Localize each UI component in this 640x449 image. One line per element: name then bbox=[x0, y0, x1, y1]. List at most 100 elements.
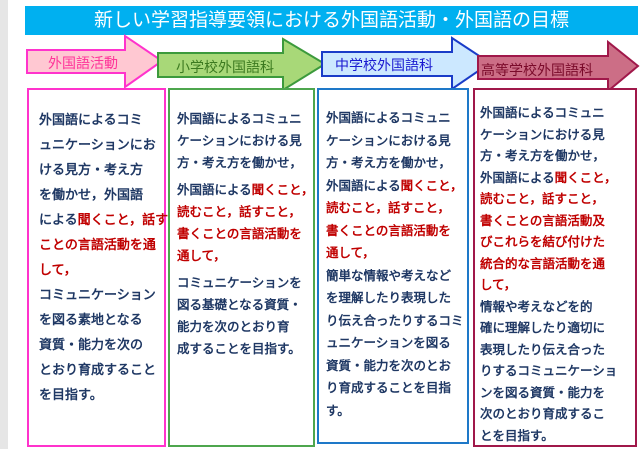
page-title: 新しい学習指導要領における外国語活動・外国語の目標 bbox=[25, 6, 638, 35]
text-line: 書くことの言語活動及 bbox=[480, 210, 635, 232]
body-text: 外国語によるコミュニ bbox=[480, 105, 605, 120]
text-line: して， bbox=[480, 274, 635, 296]
text-line: 読むこと，話すこと， bbox=[177, 201, 313, 223]
emphasized-text: して， bbox=[39, 263, 77, 278]
text-line: 通して， bbox=[177, 245, 313, 267]
emphasized-text: 通して， bbox=[177, 248, 226, 263]
text-line: 図る基礎となる資質・ bbox=[177, 294, 313, 316]
text-line: りするコミュニケーショ bbox=[480, 360, 635, 382]
text-line: による聞くこと，話す bbox=[39, 208, 168, 233]
text-line: 資質・能力を次のとお bbox=[326, 355, 467, 378]
emphasized-text: びこれらを結び付けた bbox=[480, 234, 606, 249]
text-line: 書くことの言語活動を bbox=[177, 223, 313, 245]
stage-arrows bbox=[26, 34, 640, 94]
body-text: 外国語によるコミュニ bbox=[326, 110, 451, 125]
body-text: 情報や考えなどを的 bbox=[480, 298, 593, 314]
emphasized-text: 通して， bbox=[326, 245, 375, 260]
text-line: を図る素地となる bbox=[39, 308, 164, 333]
emphasized-text: 読むこと，話すこと， bbox=[177, 204, 302, 219]
body-text: 外国語による bbox=[326, 177, 401, 193]
goal-box-gaikokugo-katsudo: 外国語によるコミュニケーションにおける見方・考え方を働かせ，外国語による聞くこと… bbox=[27, 88, 168, 447]
emphasized-text: 書くことの言語活動を bbox=[326, 222, 451, 238]
body-text: 方・考え方を働かせ， bbox=[177, 155, 303, 170]
text-line: 外国語による聞くこと， bbox=[480, 167, 635, 189]
text-line: ケーションにおける見 bbox=[480, 124, 635, 146]
emphasized-text: 統合的な言語活動を通 bbox=[480, 255, 606, 271]
text-line: 情報や考えなどを的 bbox=[480, 296, 635, 318]
text-line: り伝え合ったりするコミ bbox=[326, 310, 467, 333]
body-text: を働かせ，外国語 bbox=[39, 188, 144, 203]
text-line: コミュニケーションを bbox=[177, 272, 313, 294]
body-text: 図る基礎となる資質・ bbox=[177, 297, 302, 312]
stage-label: 外国語活動 bbox=[48, 56, 118, 72]
text-line: ケーションにおける見 bbox=[177, 130, 313, 152]
goal-box-chugakko: 外国語によるコミュニケーションにおける見方・考え方を働かせ，外国語による聞くこと… bbox=[317, 88, 469, 444]
text-line: 方・考え方を働かせ， bbox=[480, 145, 635, 167]
text-line: 確に理解したり適切に bbox=[480, 317, 635, 339]
text-line: 通して， bbox=[326, 242, 467, 265]
text-line: ュニケーションにお bbox=[39, 133, 164, 158]
text-line: ンを図る資質・能力を bbox=[480, 382, 635, 404]
text-line: 簡単な情報や考えなど bbox=[326, 265, 467, 288]
body-text: り育成することを目指 bbox=[326, 380, 452, 395]
text-line: す。 bbox=[326, 400, 467, 423]
text-line: とを目指す。 bbox=[480, 425, 635, 447]
body-text: ケーションにおける見 bbox=[326, 132, 451, 148]
body-text: を理解したり表現した bbox=[326, 290, 452, 305]
body-text: りするコミュニケーショ bbox=[480, 363, 618, 378]
body-text: とを目指す。 bbox=[480, 427, 554, 443]
text-line: ケーションにおける見 bbox=[326, 130, 467, 153]
text-line: を目指す。 bbox=[39, 383, 164, 408]
text-line: を理解したり表現した bbox=[326, 287, 467, 310]
body-text: 確に理解したり適切に bbox=[480, 320, 606, 335]
text-line: して， bbox=[39, 258, 164, 283]
text-line: ュニケーションを図る bbox=[326, 332, 467, 355]
stage-arrow-chugakko bbox=[321, 36, 492, 91]
text-line: 外国語によるコミ bbox=[39, 108, 164, 133]
text-line: 資質・能力を次の bbox=[39, 333, 164, 358]
body-text: を図る素地となる bbox=[39, 313, 143, 328]
body-text: す。 bbox=[326, 402, 350, 418]
text-line: 読むこと，話すこと， bbox=[480, 188, 635, 210]
emphasized-text: して， bbox=[480, 277, 517, 292]
text-line: 次のとおり育成するこ bbox=[480, 403, 635, 425]
emphasized-text: 聞くこと， bbox=[251, 182, 314, 197]
body-text: 表現したり伝え合った bbox=[480, 341, 606, 357]
goal-box-kotogakko: 外国語によるコミュニケーションにおける見方・考え方を働かせ， 外国語による聞くこと… bbox=[473, 88, 637, 447]
stage-label: 中学校外国語科 bbox=[335, 58, 433, 74]
body-text: 資質・能力を次の bbox=[39, 338, 144, 353]
body-text: 外国語による bbox=[177, 182, 252, 197]
text-line: 書くことの言語活動を bbox=[326, 220, 467, 243]
text-line: 統合的な言語活動を通 bbox=[480, 253, 635, 275]
text-line: 表現したり伝え合った bbox=[480, 339, 635, 361]
text-line: びこれらを結び付けた bbox=[480, 231, 635, 253]
emphasized-text: 聞くこと， bbox=[400, 177, 463, 193]
body-text: とおり育成すること bbox=[39, 363, 157, 378]
text-line: コミュニケーション bbox=[39, 283, 164, 308]
body-text: 資質・能力を次のとお bbox=[326, 357, 452, 373]
body-text: を目指す。 bbox=[39, 388, 103, 403]
text-line: 外国語によるコミュニ bbox=[480, 102, 635, 124]
emphasized-text: 書くことの言語活動及 bbox=[480, 212, 605, 228]
text-line: り育成することを目指 bbox=[326, 377, 467, 400]
body-text: ケーションにおける見 bbox=[177, 133, 302, 148]
text-line: 外国語による聞くこと， bbox=[326, 175, 467, 198]
text-line: ける見方・考え方 bbox=[39, 158, 164, 183]
text-line: 外国語によるコミュニ bbox=[177, 108, 313, 130]
body-text: 簡単な情報や考えなど bbox=[326, 267, 452, 283]
body-text: 外国語によるコミ bbox=[39, 113, 143, 128]
text-line: 外国語によるコミュニ bbox=[326, 107, 467, 130]
emphasized-text: 読むこと，話すこと， bbox=[326, 200, 451, 215]
emphasized-text: ことの言語活動を通 bbox=[39, 238, 156, 253]
stage-label: 小学校外国語科 bbox=[176, 60, 274, 76]
body-text: コミュニケーション bbox=[39, 288, 156, 303]
text-line: 成することを目指す。 bbox=[177, 338, 313, 360]
stage-arrow-kotogakko bbox=[477, 39, 640, 94]
emphasized-text: 読むこと，話すこと， bbox=[480, 191, 605, 206]
text-line: 外国語による聞くこと， bbox=[177, 179, 314, 201]
text-line: 方・考え方を働かせ， bbox=[326, 152, 467, 175]
body-text: 方・考え方を働かせ， bbox=[480, 148, 606, 163]
goal-box-shogakko: 外国語によるコミュニケーションにおける見方・考え方を働かせ， 外国語による聞くこと… bbox=[168, 88, 315, 447]
text-line: 読むこと，話すこと， bbox=[326, 197, 467, 220]
text-line: とおり育成すること bbox=[39, 358, 164, 383]
